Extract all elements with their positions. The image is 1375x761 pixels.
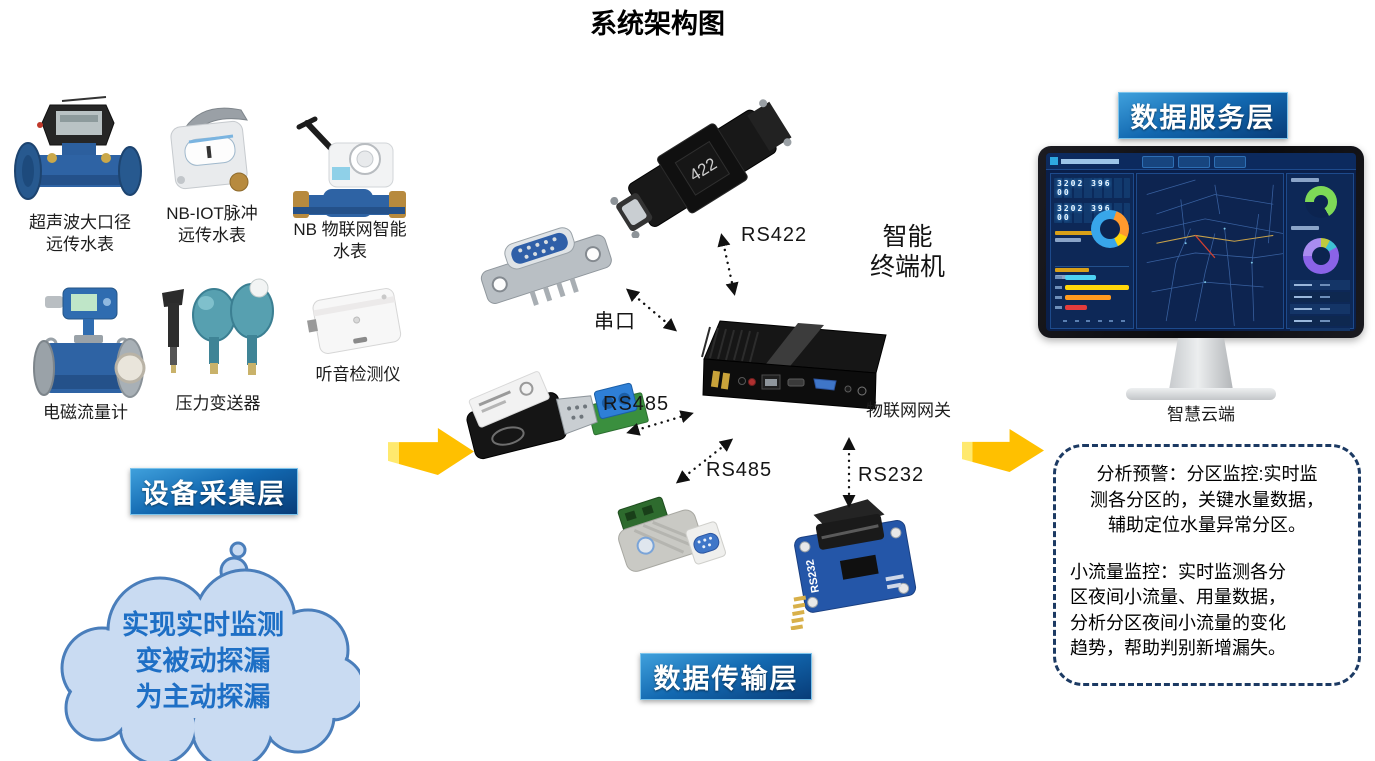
green-gauge xyxy=(1305,186,1337,218)
analysis-note-para2: 小流量监控：实时监测各分 区夜间小流量、用量数据， 分析分区夜间小流量的变化 趋… xyxy=(1070,561,1286,659)
pressure-transmitter-label: 压力变送器 xyxy=(175,394,261,413)
flow-arrow-right-icon xyxy=(962,429,1044,472)
rs485-gray-adapter-image xyxy=(610,488,730,598)
dashboard-axis xyxy=(1063,320,1125,322)
dashboard-mini-stat xyxy=(1055,238,1081,242)
thought-cloud-graphic xyxy=(60,541,366,761)
smart-cloud-label: 智慧云端 xyxy=(1167,405,1235,424)
rs232-board-image: RS232 xyxy=(780,490,935,631)
pressure-transmitter-graphic xyxy=(162,278,274,375)
serial-connector-graphic xyxy=(480,227,612,306)
dashboard-mini-stat xyxy=(1055,231,1095,235)
panel-title-bar xyxy=(1291,226,1319,230)
monitor-screen: 3202 396 00 3202 396 00 xyxy=(1046,153,1356,331)
thought-cloud: 实现实时监测 变被动探漏 为主动探漏 xyxy=(40,538,366,761)
mini-table xyxy=(1290,278,1350,331)
dashboard-divider xyxy=(1055,266,1129,267)
serial-connector-image xyxy=(475,222,620,314)
service-layer-label: 数据服务层 xyxy=(1130,103,1276,133)
right-donut xyxy=(1303,238,1339,274)
smart-terminal-label: 智能 终端机 xyxy=(869,223,945,281)
dashboard-tab xyxy=(1142,156,1174,168)
device-layer-box: 设备采集层 xyxy=(130,468,298,515)
ultrasonic-meter-label: 超声波大口径 远传水表 xyxy=(29,213,131,255)
analysis-note-para1: 分析预警：分区监控:实时监 测各分区的，关键水量数据， 辅助定位水量异常分区。 xyxy=(1090,464,1324,536)
green-gauge-hole xyxy=(1313,194,1329,210)
dashboard-counter-1: 3202 396 00 xyxy=(1054,178,1130,198)
nbiot-pulse-meter-graphic xyxy=(170,107,249,192)
analysis-note-box: 分析预警：分区监控:实时监 测各分区的，关键水量数据， 辅助定位水量异常分区。 … xyxy=(1053,444,1361,686)
pressure-transmitter-image xyxy=(152,275,277,390)
rs422-adapter-graphic: 422 xyxy=(610,99,792,239)
nbiot-pulse-meter-image xyxy=(155,98,267,202)
page-title: 系统架构图 xyxy=(590,9,725,39)
dashboard-tab xyxy=(1214,156,1246,168)
rs422-label: RS422 xyxy=(741,224,808,246)
panel-title-bar xyxy=(1291,178,1319,182)
electromagnetic-flowmeter-image xyxy=(25,280,150,405)
map-graphic xyxy=(1141,179,1288,326)
monitor-base xyxy=(1126,388,1276,400)
rs422-adapter-image: 422 xyxy=(606,98,796,239)
rs485-upper-label: RS485 xyxy=(603,393,670,415)
transmission-layer-box: 数据传输层 xyxy=(640,653,812,700)
dashboard-tab xyxy=(1178,156,1210,168)
mini-table-row xyxy=(1290,328,1350,331)
electromagnetic-flowmeter-label: 电磁流量计 xyxy=(43,403,128,422)
dashboard-bar-row xyxy=(1055,272,1129,282)
iot-gateway-graphic xyxy=(701,320,887,410)
nb-smart-meter-image xyxy=(285,115,415,227)
mini-table-row xyxy=(1290,316,1350,326)
nb-smart-meter-label: NB 物联网智能 水表 xyxy=(293,220,407,262)
dashboard-mini-stat xyxy=(1055,268,1089,272)
service-layer-box: 数据服务层 xyxy=(1118,92,1288,139)
mini-table-row xyxy=(1290,292,1350,302)
nbiot-pulse-meter-label: NB-IOT脉冲 远传水表 xyxy=(166,204,258,246)
mini-table-row xyxy=(1290,280,1350,290)
cloud-note-text: 实现实时监测 变被动探漏 为主动探漏 xyxy=(122,610,284,712)
iot-gateway-image xyxy=(690,313,905,421)
rs485-lower-label: RS485 xyxy=(706,459,773,481)
monitor-stand xyxy=(1169,338,1233,390)
left-donut xyxy=(1091,210,1129,248)
acoustic-detector-label: 听音检测仪 xyxy=(315,365,401,384)
device-layer-label: 设备采集层 xyxy=(141,479,287,509)
acoustic-detector-graphic xyxy=(307,288,402,354)
serial-label: 串口 xyxy=(594,311,636,333)
ultrasonic-meter-image xyxy=(10,93,148,211)
nb-smart-meter-graphic xyxy=(293,116,406,218)
dashboard-logo-icon xyxy=(1050,157,1058,165)
right-donut-hole xyxy=(1311,246,1331,266)
dashboard-title-bar xyxy=(1061,159,1119,164)
rs232-device-text: RS232 xyxy=(804,558,822,593)
electromagnetic-flowmeter-graphic xyxy=(33,287,146,398)
dashboard-left-panel: 3202 396 00 3202 396 00 xyxy=(1050,173,1134,329)
rs232-board-graphic: RS232 xyxy=(790,499,917,631)
dashboard-right-panel xyxy=(1286,173,1354,331)
transmission-layer-label: 数据传输层 xyxy=(653,664,799,694)
dashboard-bar-row xyxy=(1055,302,1129,312)
dashboard-header xyxy=(1046,153,1356,170)
acoustic-detector-image xyxy=(300,280,415,365)
rs422-arrow xyxy=(717,233,739,296)
cloud-monitor: 3202 396 00 3202 396 00 xyxy=(1038,146,1364,426)
dashboard-bar-row xyxy=(1055,282,1129,292)
dashboard-bars xyxy=(1055,272,1129,312)
dashboard-map xyxy=(1136,173,1288,329)
rs232-label: RS232 xyxy=(858,464,925,486)
left-donut-hole xyxy=(1100,219,1120,239)
rs485-gray-adapter-graphic xyxy=(617,496,726,572)
iot-gateway-label: 物联网网关 xyxy=(866,401,951,420)
dashboard-bar-row xyxy=(1055,292,1129,302)
ultrasonic-meter-graphic xyxy=(14,96,142,200)
mini-table-row xyxy=(1290,304,1350,314)
